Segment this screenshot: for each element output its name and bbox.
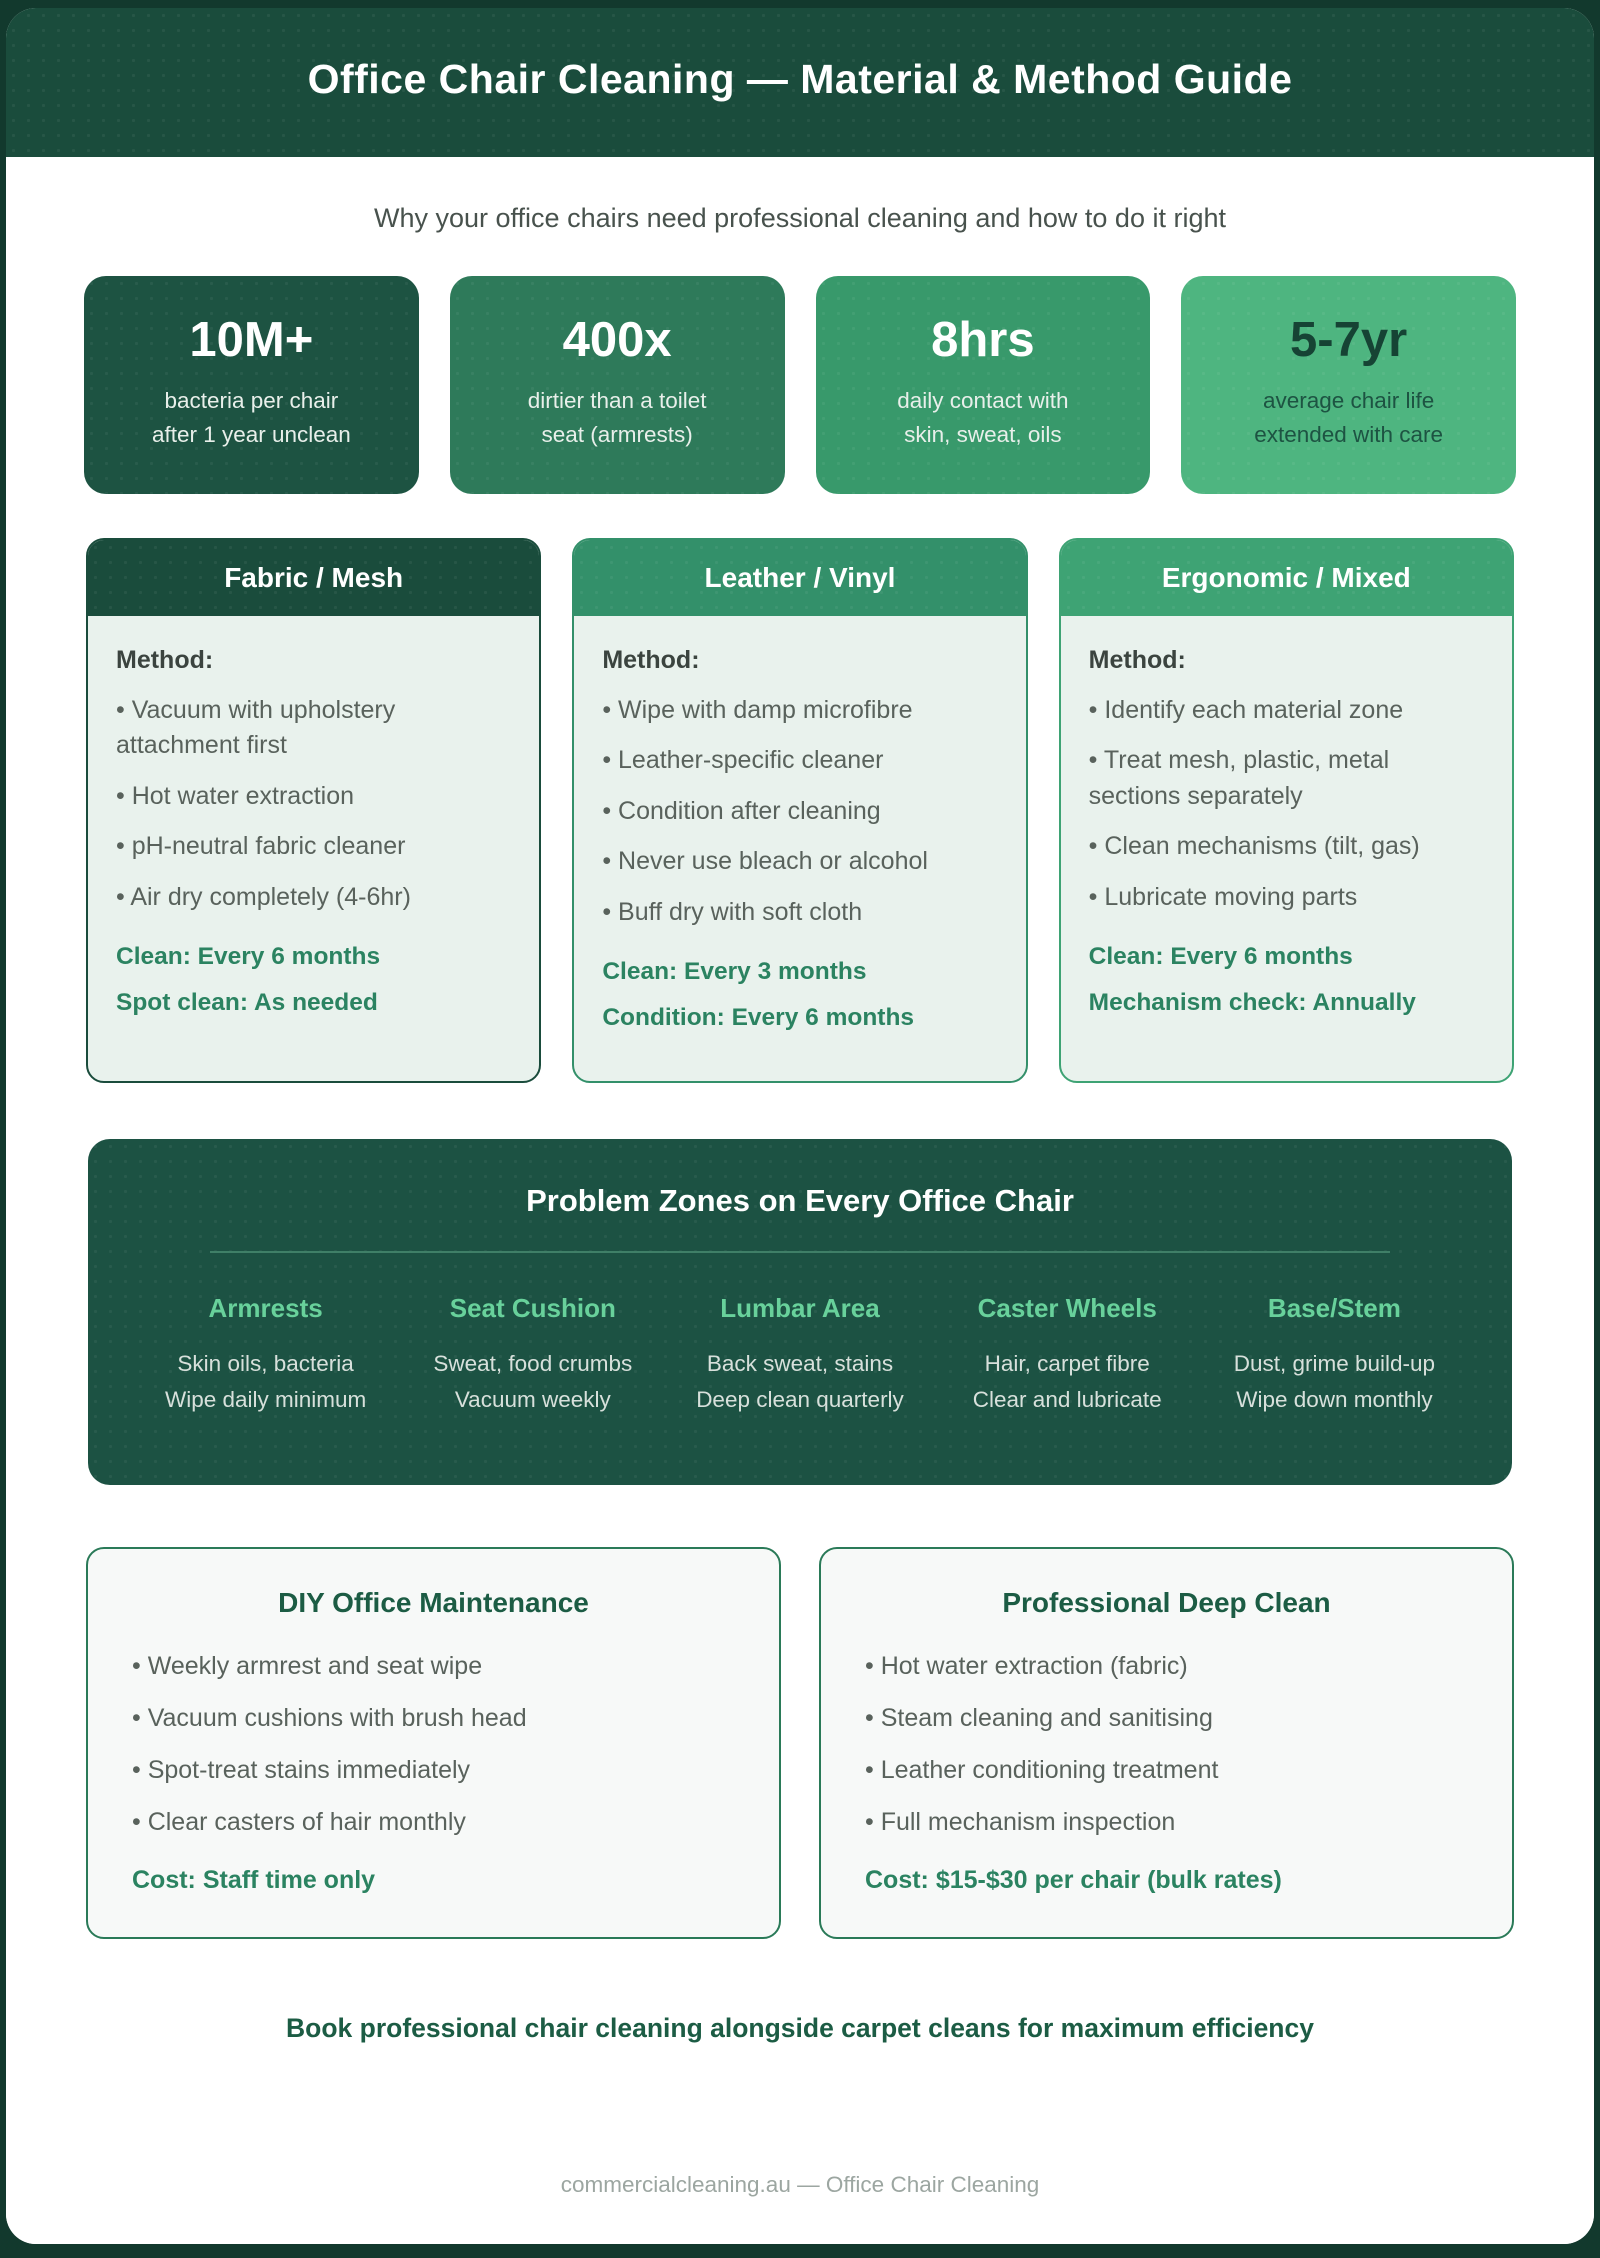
material-card-title: Fabric / Mesh: [88, 539, 540, 616]
method-bullet: • pH-neutral fabric cleaner: [116, 832, 406, 860]
stat-value: 10M+: [189, 313, 314, 367]
zone-detail: Dust, grime build-up: [1233, 1351, 1436, 1377]
comparison-bullet: • Steam cleaning and sanitising: [865, 1703, 1213, 1732]
zone-detail: Wipe daily minimum: [164, 1387, 367, 1413]
zone-detail: Skin oils, bacteria: [177, 1351, 354, 1377]
professional-deep-clean-card: Professional Deep Clean • Hot water extr…: [819, 1546, 1514, 1939]
comparison-bullet: • Clear casters of hair monthly: [132, 1807, 466, 1836]
zones-row: Armrests Skin oils, bacteria Wipe daily …: [132, 1293, 1468, 1419]
stat-label-line: dirtier than a toilet: [527, 388, 707, 413]
material-card-leather-vinyl: Leather / Vinyl Method: • Wipe with damp…: [572, 537, 1028, 1084]
stat-label-line: skin, sweat, oils: [904, 421, 1062, 447]
method-bullet: • Condition after cleaning: [602, 796, 881, 825]
method-bullet: • Identify each material zone: [1088, 695, 1404, 724]
zone-detail: Clear and lubricate: [972, 1387, 1162, 1413]
stat-value: 8hrs: [931, 313, 1035, 367]
method-label: Method:: [602, 645, 700, 674]
stat-value: 400x: [562, 313, 672, 367]
cost-line: Cost: $15-$30 per chair (bulk rates): [865, 1865, 1282, 1894]
stat-label-line: seat (armrests): [541, 421, 693, 447]
zone-seat-cushion: Seat Cushion Sweat, food crumbs Vacuum w…: [399, 1293, 666, 1419]
method-bullet: • Clean mechanisms (tilt, gas): [1088, 832, 1420, 860]
schedule-line: Condition: Every 6 months: [602, 1003, 915, 1031]
materials-row: Fabric / Mesh Method: • Vacuum with upho…: [86, 537, 1514, 1084]
comparison-bullet: • Spot-treat stains immediately: [132, 1755, 471, 1784]
diy-maintenance-card: DIY Office Maintenance • Weekly armrest …: [86, 1546, 781, 1939]
comparison-bullet: • Vacuum cushions with brush head: [132, 1703, 527, 1732]
problem-zones-panel: Problem Zones on Every Office Chair Armr…: [88, 1139, 1512, 1485]
zone-lumbar-area: Lumbar Area Back sweat, stains Deep clea…: [666, 1293, 933, 1419]
content-sheet: Office Chair Cleaning — Material & Metho…: [6, 8, 1594, 2244]
method-bullet: • Air dry completely (4-6hr): [116, 882, 411, 911]
comparison-card-title: DIY Office Maintenance: [278, 1586, 589, 1618]
page-title: Office Chair Cleaning — Material & Metho…: [307, 56, 1293, 102]
material-card-ergonomic-mixed: Ergonomic / Mixed Method: • Identify eac…: [1058, 537, 1514, 1084]
schedule-line: Spot clean: As needed: [116, 988, 378, 1016]
method-bullet: • Treat mesh, plastic, metal sections se…: [1088, 746, 1390, 810]
method-bullet: • Buff dry with soft cloth: [602, 897, 863, 926]
divider: [210, 1251, 1390, 1254]
method-bullet: • Never use bleach or alcohol: [602, 847, 928, 875]
zone-name: Caster Wheels: [977, 1293, 1157, 1324]
zone-detail: Back sweat, stains: [706, 1351, 894, 1377]
zone-name: Seat Cushion: [449, 1293, 616, 1324]
method-label: Method:: [116, 645, 214, 674]
schedule-line: Clean: Every 6 months: [116, 943, 381, 970]
material-card-title: Leather / Vinyl: [574, 539, 1026, 616]
schedule-line: Clean: Every 3 months: [602, 958, 867, 985]
comparison-bullet: • Leather conditioning treatment: [865, 1755, 1219, 1784]
zone-detail: Sweat, food crumbs: [433, 1351, 633, 1377]
zone-caster-wheels: Caster Wheels Hair, carpet fibre Clear a…: [934, 1293, 1201, 1419]
stat-card-chair-life: 5-7yr average chair life extended with c…: [1181, 276, 1516, 494]
zone-armrests: Armrests Skin oils, bacteria Wipe daily …: [132, 1293, 399, 1419]
stat-card-daily-contact: 8hrs daily contact with skin, sweat, oil…: [815, 276, 1151, 494]
comparison-bullet: • Weekly armrest and seat wipe: [132, 1651, 483, 1680]
subtitle: Why your office chairs need professional…: [374, 203, 1226, 233]
method-bullet: • Leather-specific cleaner: [602, 746, 884, 774]
comparison-bullet: • Full mechanism inspection: [865, 1807, 1176, 1836]
cta-text: Book professional chair cleaning alongsi…: [286, 2012, 1314, 2043]
header-band: Office Chair Cleaning — Material & Metho…: [6, 8, 1594, 157]
zone-name: Lumbar Area: [720, 1293, 880, 1324]
zone-name: Base/Stem: [1267, 1293, 1401, 1324]
method-label: Method:: [1088, 645, 1186, 674]
stat-label-line: daily contact with: [897, 388, 1069, 413]
schedule-line: Mechanism check: Annually: [1088, 988, 1416, 1016]
main-content: Why your office chairs need professional…: [6, 203, 1594, 2244]
method-bullet: • Lubricate moving parts: [1088, 882, 1358, 911]
comparison-card-title: Professional Deep Clean: [1002, 1586, 1331, 1618]
stat-label-line: after 1 year unclean: [151, 421, 351, 447]
problem-zones-title: Problem Zones on Every Office Chair: [526, 1183, 1074, 1219]
comparison-bullet: • Hot water extraction (fabric): [865, 1651, 1188, 1680]
footer-text: commercialcleaning.au — Office Chair Cle…: [560, 2171, 1040, 2197]
stat-label-line: extended with care: [1254, 421, 1444, 447]
stat-label-line: bacteria per chair: [164, 388, 339, 413]
method-bullet: • Vacuum with upholstery attachment firs…: [116, 695, 396, 760]
cost-line: Cost: Staff time only: [132, 1865, 376, 1894]
stat-value: 5-7yr: [1290, 313, 1408, 367]
zone-detail: Wipe down monthly: [1236, 1387, 1433, 1413]
method-bullet: • Hot water extraction: [116, 781, 355, 810]
schedule-line: Clean: Every 6 months: [1088, 943, 1353, 970]
zone-detail: Vacuum weekly: [454, 1387, 611, 1413]
stats-row: 10M+ bacteria per chair after 1 year unc…: [84, 276, 1516, 494]
stat-card-dirtier: 400x dirtier than a toilet seat (armrest…: [449, 276, 785, 494]
zone-base-stem: Base/Stem Dust, grime build-up Wipe down…: [1201, 1293, 1468, 1419]
zone-name: Armrests: [208, 1293, 323, 1324]
comparison-row: DIY Office Maintenance • Weekly armrest …: [86, 1546, 1514, 1939]
zone-detail: Deep clean quarterly: [696, 1387, 904, 1413]
material-card-title: Ergonomic / Mixed: [1060, 539, 1512, 616]
zone-detail: Hair, carpet fibre: [984, 1351, 1150, 1377]
material-card-fabric-mesh: Fabric / Mesh Method: • Vacuum with upho…: [86, 537, 542, 1084]
method-bullet: • Wipe with damp microfibre: [602, 695, 913, 724]
stat-label-line: average chair life: [1262, 388, 1435, 413]
stat-card-bacteria: 10M+ bacteria per chair after 1 year unc…: [84, 276, 419, 494]
